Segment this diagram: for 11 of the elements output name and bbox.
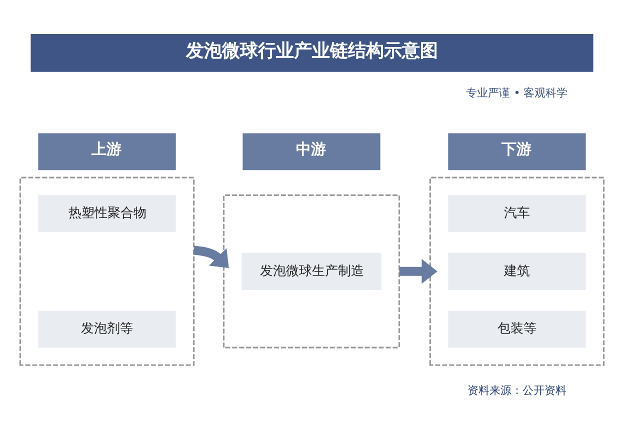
arrow [193, 245, 229, 268]
node-box: 下游 [448, 132, 586, 170]
node-box: 上游 [38, 132, 176, 170]
diagram-title: 发泡微球行业产业链结构示意图 [186, 40, 438, 61]
cluster [222, 194, 400, 348]
label: 专业严谨 • 客观科学 [466, 86, 568, 100]
cluster [19, 176, 195, 366]
cluster [429, 176, 605, 366]
arrow [399, 258, 438, 284]
node-box: 中游 [242, 132, 380, 170]
label: 资料来源：公开资料 [467, 383, 566, 396]
